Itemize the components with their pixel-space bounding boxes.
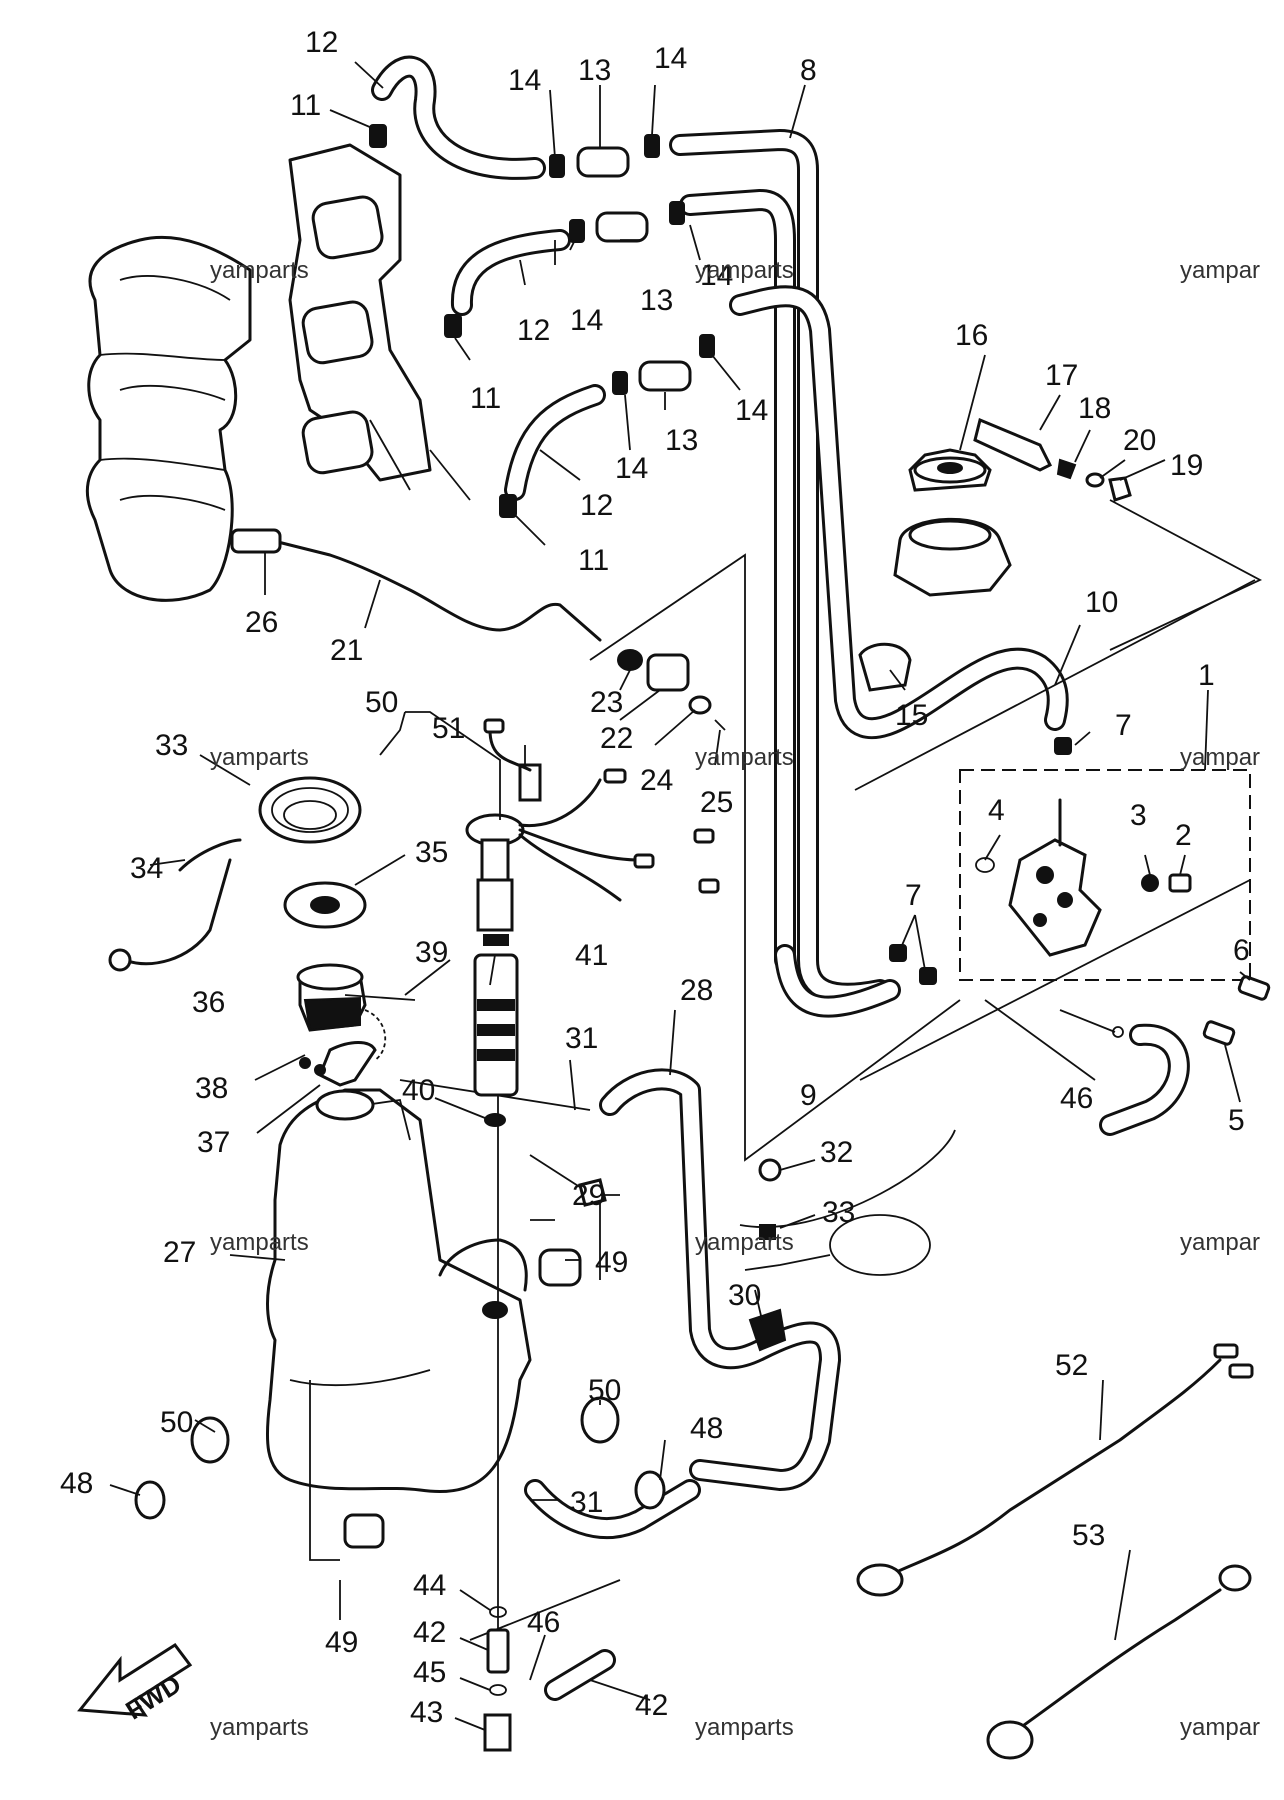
watermark: yamparts [695, 1714, 794, 1741]
oil-level-sensor [465, 718, 720, 1127]
callout-21: 21 [330, 634, 363, 667]
callout-31-low: 31 [570, 1486, 603, 1519]
callout-38: 37 [197, 1126, 230, 1159]
callout-32: 32 [820, 1136, 853, 1169]
filler-cap-parts [108, 776, 387, 1087]
callout-53: 52 [1055, 1349, 1088, 1382]
callout-12-mid: 12 [517, 314, 550, 347]
callout-14-d: 14 [570, 304, 603, 337]
callout-16: 16 [955, 319, 988, 352]
engine-block [85, 143, 432, 602]
callout-12-low: 12 [580, 489, 613, 522]
callout-15: 15 [895, 699, 928, 732]
callout-48-left: 48 [60, 1467, 93, 1500]
callout-13-low: 13 [665, 424, 698, 457]
callout-44: 42 [413, 1616, 446, 1649]
callout-50-right: 50 [588, 1374, 621, 1407]
oil-tank [265, 1088, 532, 1493]
callout-29: 29 [572, 1179, 605, 1212]
callout-14-b: 14 [654, 42, 687, 75]
callout-19: 19 [1170, 449, 1203, 482]
callout-11-mid: 11 [470, 382, 501, 415]
callout-4: 4 [988, 794, 1005, 827]
callout-26: 26 [245, 606, 278, 639]
callout-46-low: 45 [413, 1656, 446, 1689]
callout-23: 23 [590, 686, 623, 719]
callout-11-top: 11 [290, 89, 321, 122]
callout-27: 27 [163, 1236, 196, 1269]
callout-50-left: 50 [160, 1406, 193, 1439]
callout-52: 51 [432, 712, 465, 745]
gear-parts [858, 417, 1132, 692]
callout-30: 30 [728, 1279, 761, 1312]
watermark: yampar [1180, 1229, 1260, 1256]
callout-10: 10 [1085, 586, 1118, 619]
callout-14-c: 14 [700, 259, 733, 292]
callout-25: 25 [700, 786, 733, 819]
callout-13-mid: 13 [640, 284, 673, 317]
small-parts [230, 124, 1271, 1046]
callout-49-right: 49 [595, 1246, 628, 1279]
watermark: yamparts [695, 257, 794, 284]
callout-54: 53 [1072, 1519, 1105, 1552]
callout-6: 6 [1233, 934, 1250, 967]
callout-37: 36 [192, 986, 225, 1019]
watermark: yamparts [210, 744, 309, 771]
callout-5: 5 [1228, 1104, 1245, 1137]
callout-14-f: 14 [615, 452, 648, 485]
leader-lines [109, 61, 1251, 1731]
callout-35: 34 [130, 852, 163, 885]
callout-43: 42 [635, 1689, 668, 1722]
hoses [268, 55, 1190, 1701]
callout-13-top: 13 [578, 54, 611, 87]
callout-41: 40 [402, 1074, 435, 1107]
fuel-pump-assembly [1008, 798, 1102, 957]
watermark: yamparts [210, 1714, 309, 1741]
callout-22: 22 [600, 722, 633, 755]
callout-7-top: 7 [1115, 709, 1132, 742]
callout-11-low: 11 [578, 544, 609, 577]
callout-47-right: 46 [1060, 1082, 1093, 1115]
watermark: yampar [1180, 257, 1260, 284]
callout-12-top: 12 [305, 26, 338, 59]
callout-31-top: 31 [565, 1022, 598, 1055]
callout-18: 18 [1078, 392, 1111, 425]
callout-1: 1 [1198, 659, 1215, 692]
watermark: yamparts [695, 1229, 794, 1256]
callout-45: 43 [410, 1696, 443, 1729]
callout-40: 39 [415, 936, 448, 969]
watermark: yamparts [210, 257, 309, 284]
callout-8: 8 [800, 54, 817, 87]
callout-47-low: 46 [527, 1606, 560, 1639]
watermark: yamparts [695, 744, 794, 771]
callout-42: 41 [575, 939, 608, 972]
callout-7-mid: 7 [905, 879, 922, 912]
callout-9: 9 [800, 1079, 817, 1112]
watermarks: yamparts yamparts yampar yamparts yampar… [210, 257, 1260, 1741]
callout-14-a: 14 [508, 64, 541, 97]
watermark: yampar [1180, 1714, 1260, 1741]
callout-20: 20 [1123, 424, 1156, 457]
harnesses [856, 1343, 1254, 1760]
callout-36: 35 [415, 836, 448, 869]
callout-24: 24 [640, 764, 673, 797]
callout-2: 2 [1175, 819, 1192, 852]
callout-17: 17 [1045, 359, 1078, 392]
callout-46-top: 44 [413, 1569, 446, 1602]
forward-direction-arrow: FWD [77, 1642, 193, 1725]
callout-39: 38 [195, 1072, 228, 1105]
callout-labels: 12 11 14 13 14 8 14 12 14 13 11 14 13 14… [60, 26, 1250, 1729]
watermark: yampar [1180, 744, 1260, 771]
lower-fittings [134, 1158, 787, 1752]
callout-14-e: 14 [735, 394, 768, 427]
watermark: yamparts [210, 1229, 309, 1256]
callout-33: 33 [822, 1196, 855, 1229]
callout-51: 50 [365, 686, 398, 719]
callout-34: 33 [155, 729, 188, 762]
callout-48-right: 48 [690, 1412, 723, 1445]
callout-3: 3 [1130, 799, 1147, 832]
callout-49-left: 49 [325, 1626, 358, 1659]
callout-28: 28 [680, 974, 713, 1007]
